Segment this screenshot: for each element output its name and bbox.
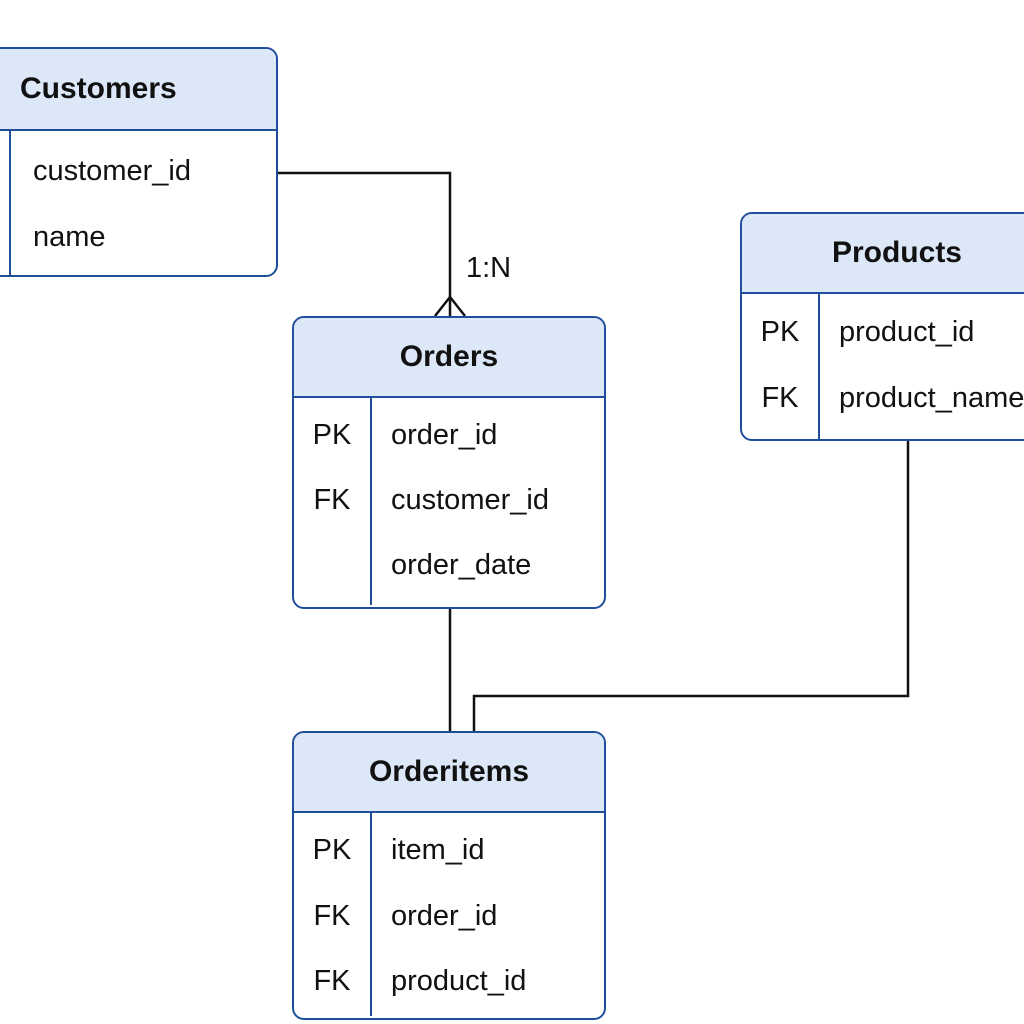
entity-orders[interactable]: Orders PK order_id FK customer_id order_… xyxy=(292,316,606,609)
key-marker: PK xyxy=(760,316,800,348)
field-row[interactable]: order_date xyxy=(294,545,604,585)
entity-title: Products xyxy=(742,214,1024,294)
entity-title: Orderitems xyxy=(294,733,604,813)
entity-orderitems[interactable]: Orderitems PK item_id FK order_id FK pro… xyxy=(292,731,606,1020)
field-name: product_id xyxy=(391,965,527,997)
relationship-cardinality-label: 1:N xyxy=(466,252,512,284)
entity-customers[interactable]: Customers customer_id name xyxy=(0,47,278,277)
field-name: customer_id xyxy=(391,484,549,516)
entity-fields: customer_id name xyxy=(0,131,276,275)
field-row[interactable]: FK product_id xyxy=(294,961,604,1001)
field-row[interactable]: name xyxy=(0,217,276,257)
field-row[interactable]: customer_id xyxy=(0,151,276,191)
key-column-divider xyxy=(370,398,372,605)
customers-orders-connector xyxy=(278,171,452,316)
key-marker: FK xyxy=(313,484,351,516)
entity-products[interactable]: Products PK product_id FK product_name xyxy=(740,212,1024,441)
field-name: order_date xyxy=(391,549,532,581)
field-row[interactable]: PK order_id xyxy=(294,415,604,455)
entity-fields: PK item_id FK order_id FK product_id xyxy=(294,813,604,1016)
key-marker: FK xyxy=(761,382,799,414)
field-name: order_id xyxy=(391,419,498,451)
key-column-divider xyxy=(9,131,11,275)
field-name: name xyxy=(33,221,106,253)
key-marker: PK xyxy=(312,834,352,866)
key-column-divider xyxy=(370,813,372,1016)
entity-fields: PK order_id FK customer_id order_date xyxy=(294,398,604,605)
key-marker: FK xyxy=(313,900,351,932)
field-row[interactable]: FK customer_id xyxy=(294,480,604,520)
key-marker: PK xyxy=(312,419,352,451)
entity-title: Customers xyxy=(0,49,276,131)
field-name: customer_id xyxy=(33,155,191,187)
field-row[interactable]: PK item_id xyxy=(294,830,604,870)
field-name: product_name xyxy=(839,382,1024,414)
field-name: item_id xyxy=(391,834,485,866)
key-column-divider xyxy=(818,294,820,439)
entity-fields: PK product_id FK product_name xyxy=(742,294,1024,439)
entity-title: Orders xyxy=(294,318,604,398)
field-row[interactable]: PK product_id xyxy=(742,312,1024,352)
field-name: order_id xyxy=(391,900,498,932)
key-marker: FK xyxy=(313,965,351,997)
field-name: product_id xyxy=(839,316,975,348)
field-row[interactable]: FK order_id xyxy=(294,896,604,936)
products-orderitems-connector xyxy=(472,441,910,731)
field-row[interactable]: FK product_name xyxy=(742,378,1024,418)
crows-foot-icon xyxy=(434,294,466,317)
